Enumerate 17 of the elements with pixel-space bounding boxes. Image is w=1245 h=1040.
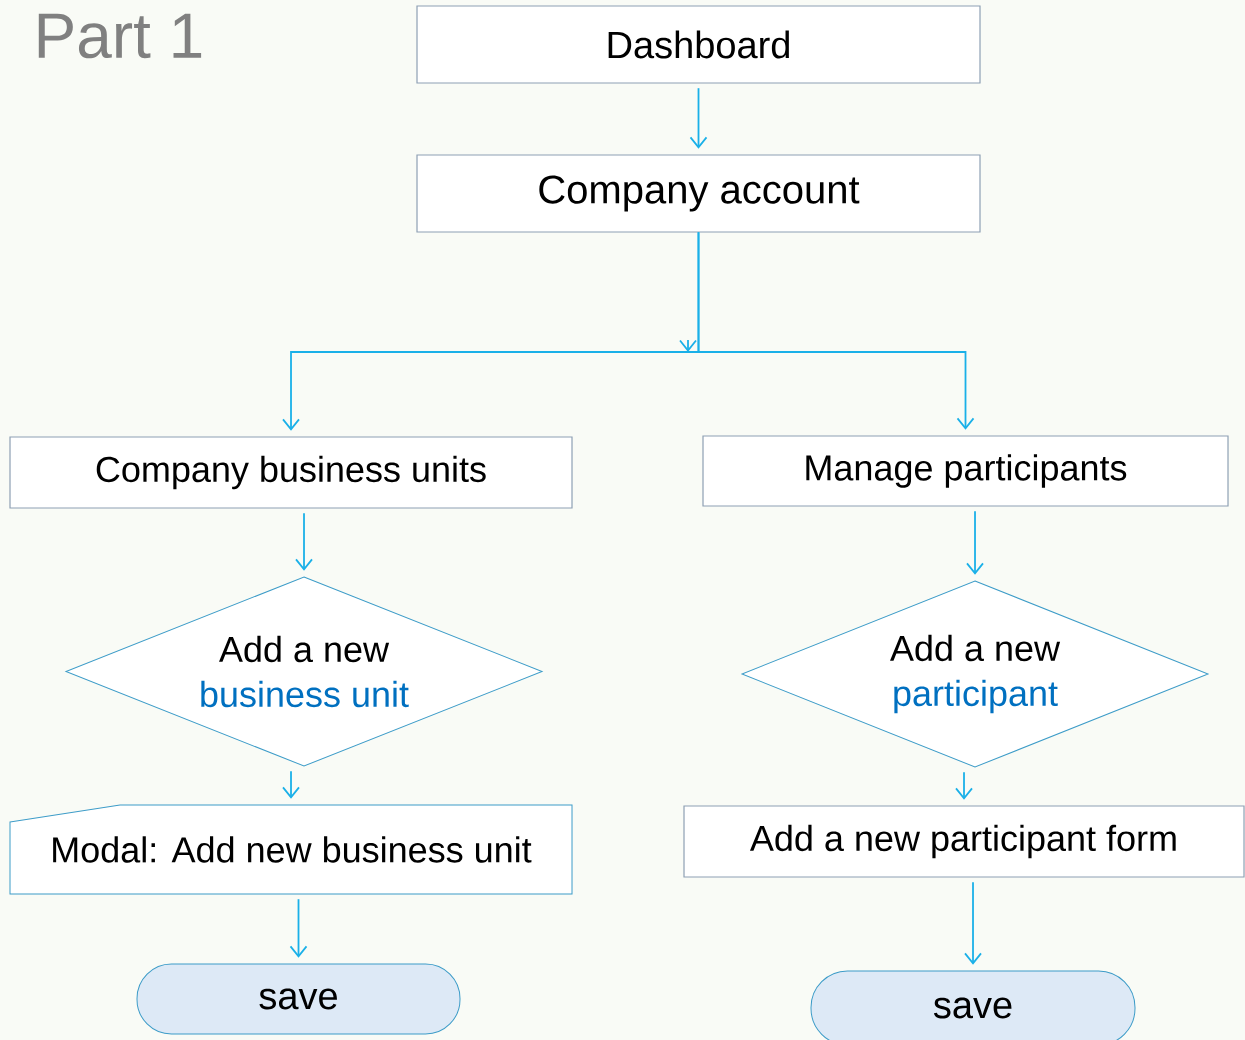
arrow (282, 770, 300, 799)
arrow (955, 771, 973, 800)
process-box: Dashboard (416, 5, 981, 84)
arrow (697, 231, 975, 430)
terminator: save (136, 963, 461, 1035)
input-box: Modal: Add new business unit (9, 804, 573, 895)
arrow (289, 898, 308, 958)
process-box: Add a new participant form (683, 805, 1245, 878)
process-box: Company account (416, 154, 981, 233)
title: Part 1 (38, 13, 202, 59)
process-box: Company business units (9, 436, 573, 509)
arrow (964, 881, 982, 965)
arrow (689, 87, 708, 149)
arrow (295, 512, 313, 571)
terminator: save (810, 970, 1136, 1040)
process-box: Manage participants (702, 435, 1229, 507)
arrow (966, 510, 984, 575)
